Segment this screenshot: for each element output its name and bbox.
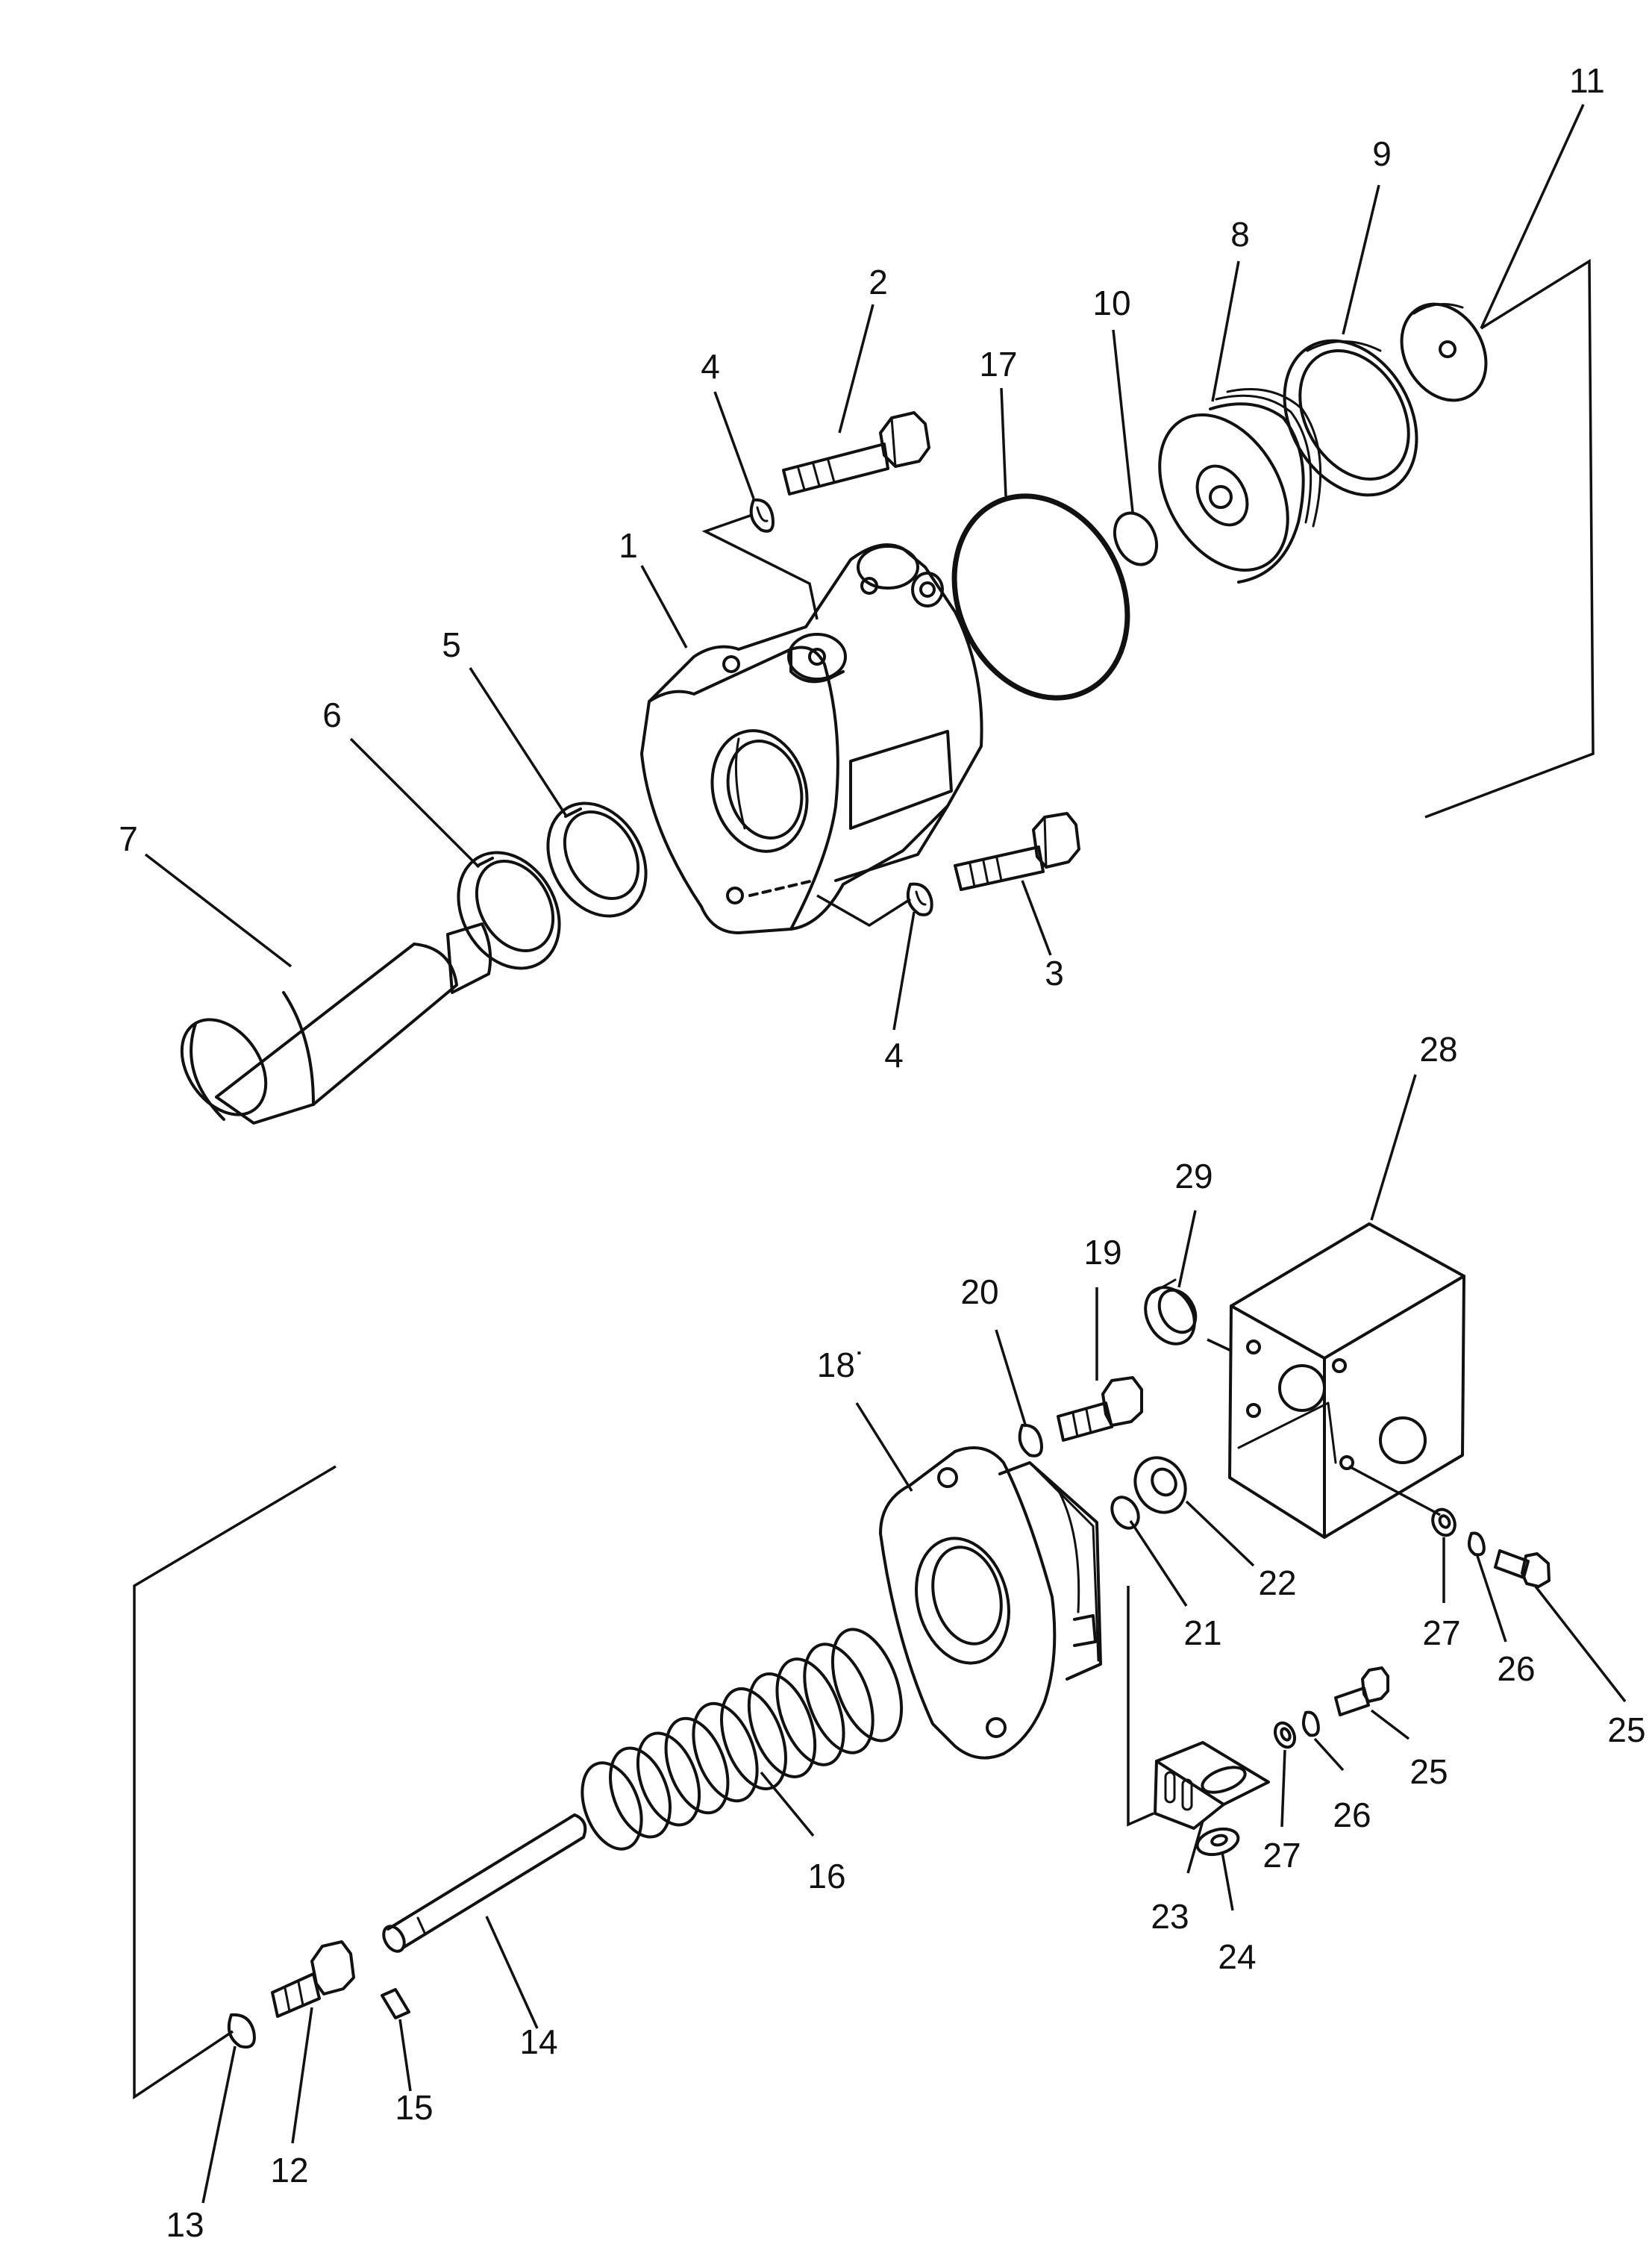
part-26-lock-washer-lower	[1301, 1710, 1320, 1737]
callout-12: 12	[270, 2151, 308, 2190]
part-20-snap-ring	[1018, 1423, 1043, 1457]
part-21-small-o-ring	[1110, 1496, 1140, 1530]
part-17-o-ring	[951, 493, 1130, 701]
assembly-line-lower-bolt	[816, 894, 911, 928]
part-25-bolt-lower	[1334, 1666, 1389, 1716]
part-5-seal-ring	[546, 801, 648, 918]
callout-15: 15	[395, 2088, 433, 2127]
callout-23: 23	[1151, 1897, 1189, 1936]
part-27-washer-upper	[1431, 1507, 1457, 1537]
callout-26-upper: 26	[1497, 1649, 1535, 1688]
callout-20: 20	[960, 1272, 998, 1311]
part-4-snap-ring-upper	[749, 498, 775, 533]
callout-3: 3	[1045, 954, 1064, 993]
part-7-nozzle	[180, 922, 492, 1125]
assembly-bracket-bottom	[133, 1465, 337, 2100]
callout-labels: 11 9 8 10 2 17 4 1 5 6 7 3 4 28 29 19 20…	[119, 61, 1645, 2244]
part-16-spring	[581, 1628, 904, 1851]
part-12-adjusting-bolt	[271, 1940, 355, 2018]
assembly-bracket-top	[1424, 258, 1595, 819]
part-4-snap-ring-lower	[907, 882, 933, 916]
callout-6: 6	[322, 696, 342, 734]
part-8-piston	[1158, 388, 1322, 584]
callout-19: 19	[1083, 1233, 1121, 1272]
part-28-cover-box	[1228, 1222, 1465, 1539]
part-29-plug	[1144, 1278, 1198, 1346]
callout-27-lower: 27	[1263, 1836, 1301, 1875]
callout-21: 21	[1183, 1613, 1221, 1652]
callout-1: 1	[619, 526, 638, 565]
assembly-line-bracket-plate	[1127, 1586, 1154, 1827]
callout-18: 18˙	[817, 1346, 866, 1384]
assembly-line-box-bolt	[1348, 1465, 1441, 1516]
callout-8: 8	[1230, 215, 1250, 254]
part-18-flange-bracket	[879, 1446, 1102, 1760]
callout-7: 7	[119, 819, 138, 858]
assembly-line-plug	[1207, 1338, 1232, 1352]
part-11-cap-disc	[1400, 302, 1488, 402]
callout-4-upper: 4	[701, 347, 720, 386]
callout-27-upper: 27	[1422, 1613, 1460, 1652]
leader-lines	[144, 104, 1627, 2204]
callout-28: 28	[1419, 1030, 1457, 1069]
part-14-rod	[382, 1813, 587, 1953]
part-27-washer-lower	[1273, 1721, 1297, 1749]
part-25-bolt-upper	[1494, 1549, 1551, 1588]
part-6-seal-ring	[457, 851, 561, 970]
callout-9: 9	[1372, 134, 1392, 173]
part-3-bolt	[954, 812, 1080, 891]
callout-10: 10	[1092, 284, 1130, 322]
callout-14: 14	[519, 2022, 557, 2061]
callout-26-lower: 26	[1333, 1795, 1371, 1834]
callout-2: 2	[869, 263, 888, 301]
callout-4-lower: 4	[884, 1036, 904, 1075]
callout-24: 24	[1218, 1937, 1256, 1976]
part-26-lock-washer-upper	[1467, 1531, 1486, 1557]
part-10-small-o-ring	[1113, 511, 1159, 566]
part-19-bolt	[1057, 1376, 1143, 1442]
callout-11: 11	[1569, 61, 1605, 100]
part-23-bracket-plate	[1154, 1741, 1270, 1830]
part-9-ring	[1283, 339, 1418, 497]
assembly-line-upper-bolt	[701, 513, 819, 620]
part-1-body-housing	[640, 543, 983, 934]
callout-13: 13	[166, 2205, 204, 2244]
part-22-grommet	[1133, 1456, 1187, 1514]
callout-22: 22	[1258, 1563, 1296, 1602]
part-13-snap-ring	[228, 2013, 256, 2048]
callout-25-lower: 25	[1409, 1752, 1448, 1791]
part-2-bolt	[782, 411, 930, 496]
callout-25-upper: 25	[1607, 1710, 1645, 1749]
part-24-washer	[1195, 1827, 1240, 1857]
part-15-pin	[381, 1988, 410, 2019]
callout-16: 16	[807, 1857, 845, 1895]
callout-5: 5	[442, 625, 461, 664]
callout-17: 17	[979, 345, 1017, 384]
callout-29: 29	[1174, 1157, 1213, 1196]
